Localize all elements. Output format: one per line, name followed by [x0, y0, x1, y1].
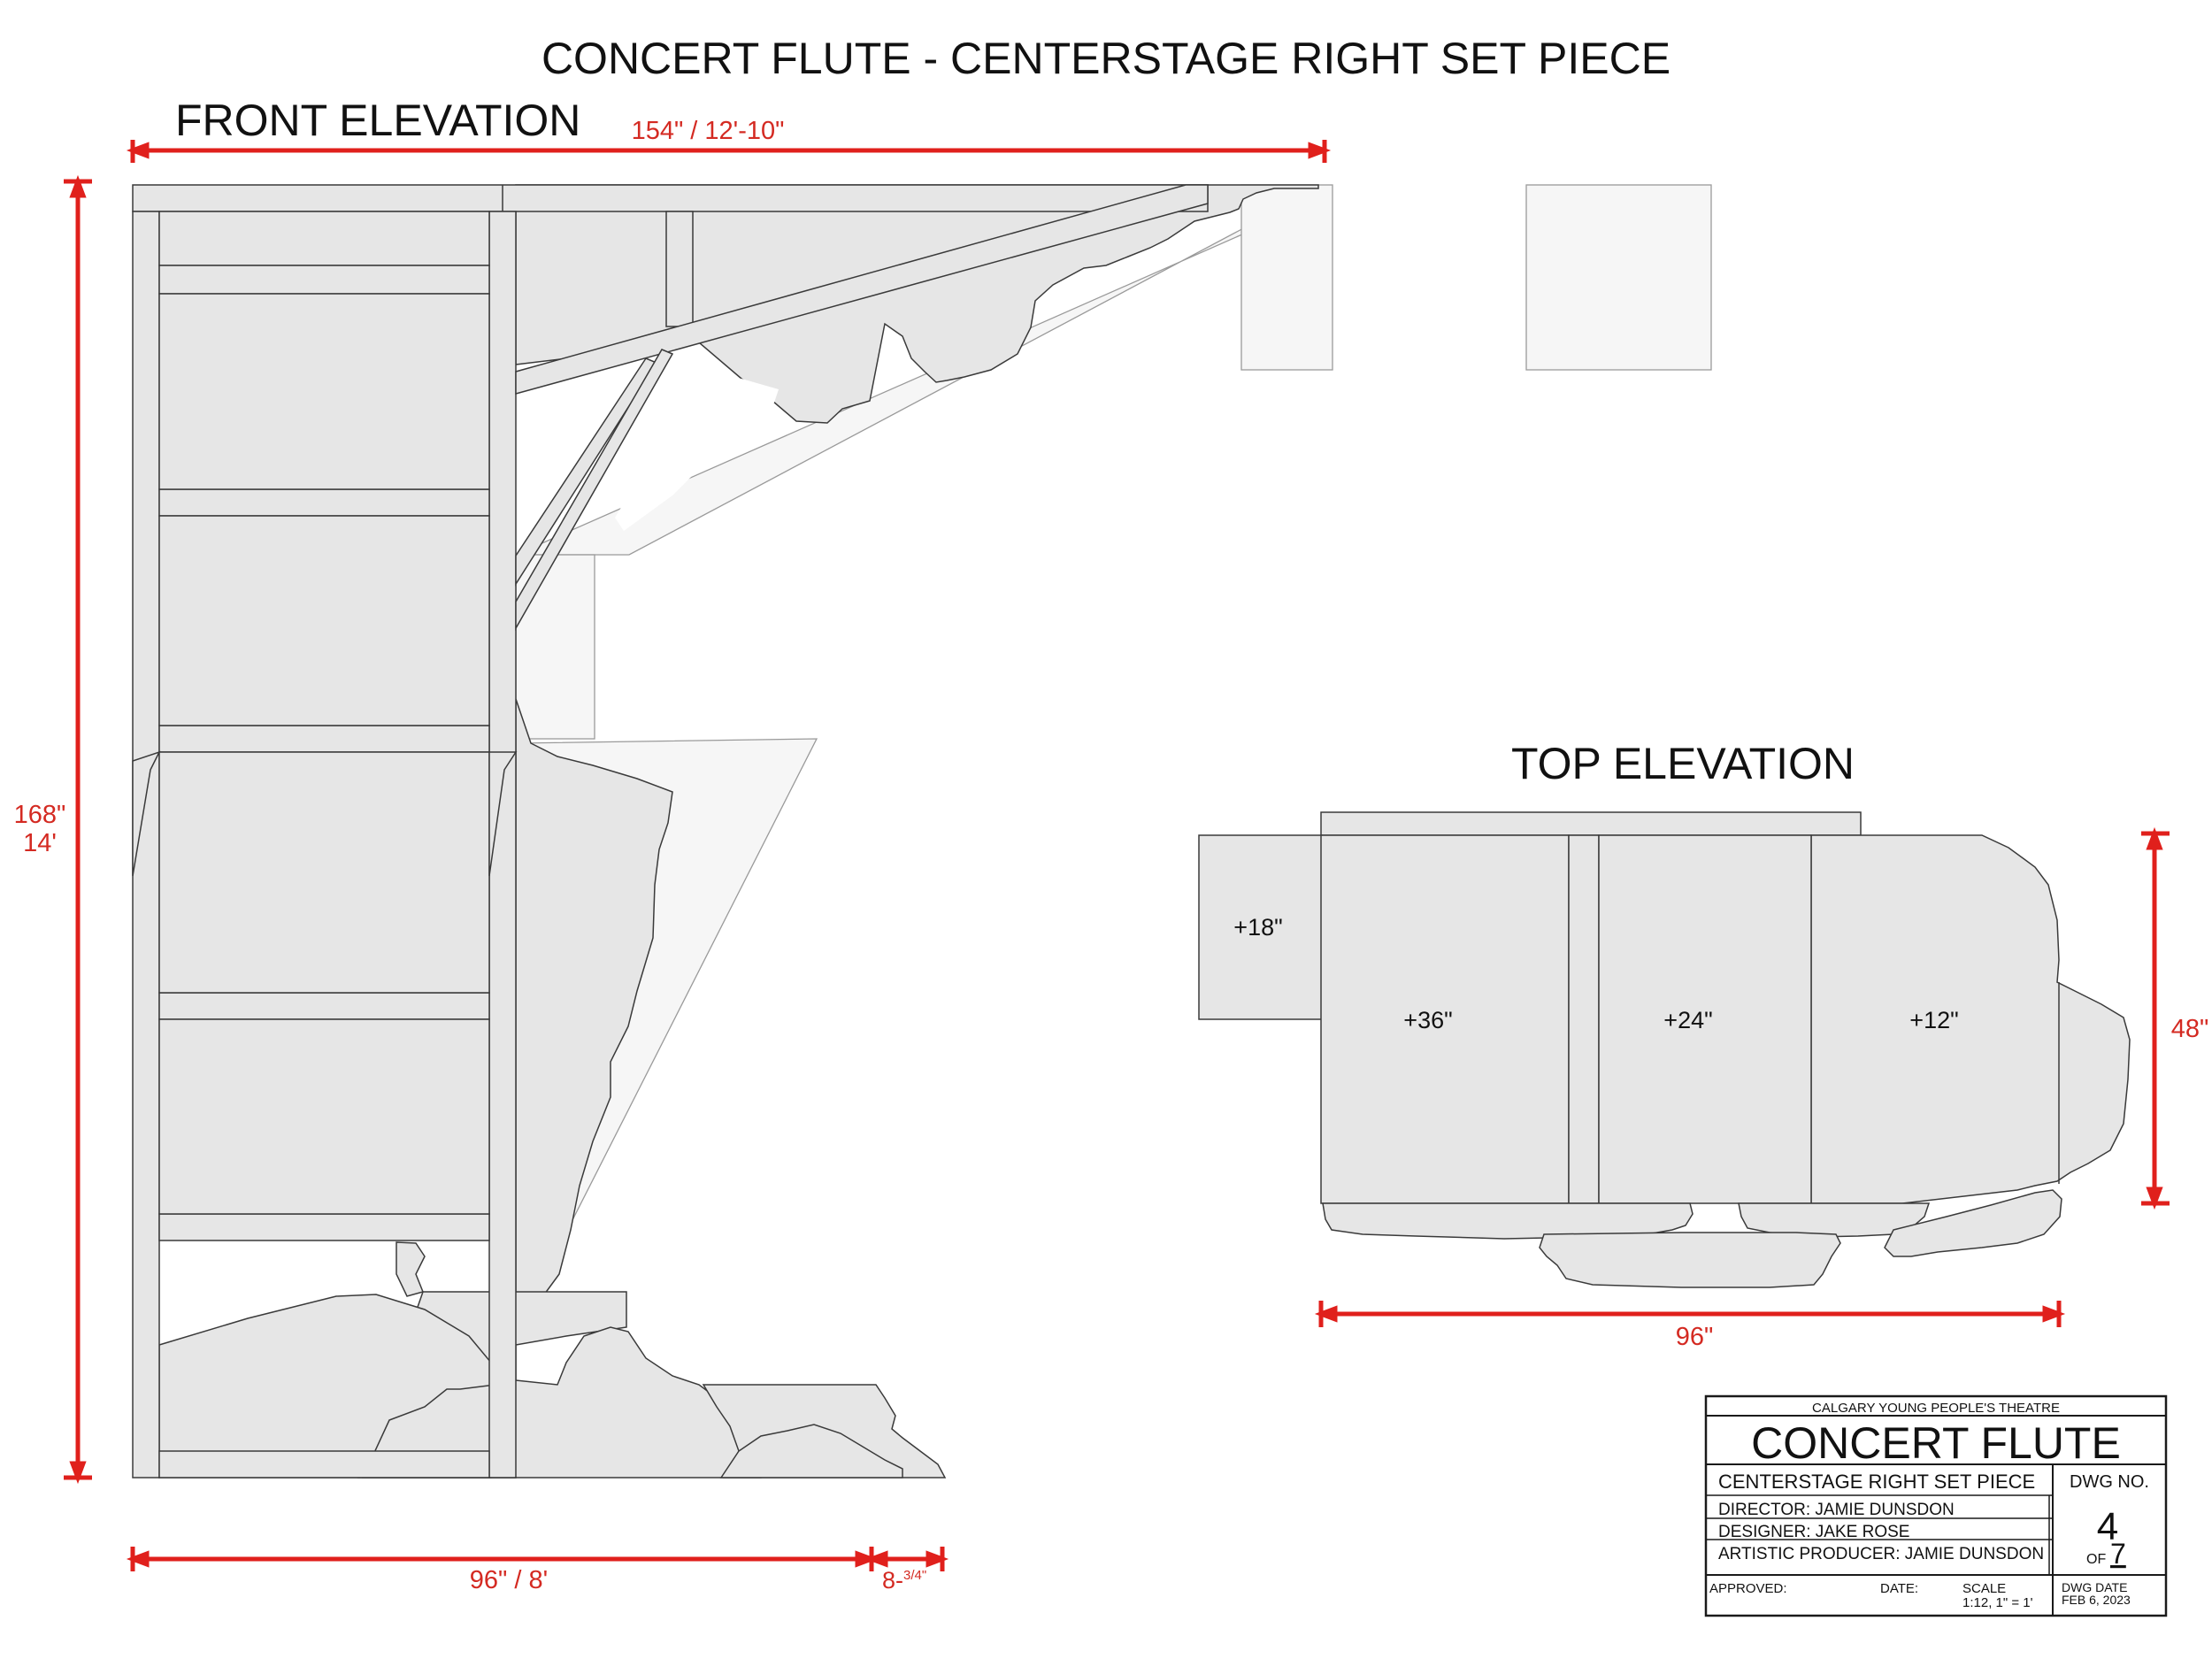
front-dim-left — [64, 174, 92, 1485]
rock-upper-gap — [615, 372, 779, 531]
front-dim-bottom-label: 96" / 8' — [470, 1566, 548, 1594]
top-dim-bottom — [1314, 1301, 2066, 1327]
frame-rails — [158, 211, 490, 1479]
rock-middle — [515, 698, 673, 1329]
front-dim-left-label-1: 168" — [14, 801, 66, 829]
rock-upper — [515, 184, 1319, 424]
front-elevation-label: FRONT ELEVATION — [175, 96, 580, 145]
tb-approved: APPROVED: — [1709, 1581, 1787, 1596]
front-dim-top — [126, 140, 1332, 163]
frame-panels — [158, 293, 490, 1215]
tb-dwg-no-label: DWG NO. — [2070, 1472, 2149, 1492]
top-height-4: +12" — [1909, 1007, 1958, 1033]
title-block — [1704, 1394, 2168, 1617]
top-dim-bottom-label: 96" — [1676, 1323, 1714, 1351]
tb-show: CONCERT FLUTE — [1751, 1418, 2121, 1468]
front-dim-bottom-small-label: 8-3/4" — [882, 1567, 926, 1594]
tb-of-label: OF — [2086, 1552, 2106, 1567]
tb-designer: DESIGNER: JAKE ROSE — [1718, 1523, 1909, 1541]
front-dim-bottom — [126, 1547, 949, 1571]
top-rock-3 — [1539, 1232, 1841, 1288]
tb-director: DIRECTOR: JAMIE DUNSDON — [1718, 1501, 1955, 1519]
top-height-1: +18" — [1233, 914, 1282, 941]
top-dim-right — [2141, 826, 2170, 1210]
top-height-2: +36" — [1403, 1007, 1452, 1033]
top-rock-4 — [1884, 1189, 2062, 1257]
top-platform-right — [1810, 834, 2131, 1204]
front-elevation-drawing — [132, 184, 1712, 1479]
tb-scale-label: SCALE — [1962, 1581, 2006, 1596]
front-dim-left-label-2: 14' — [23, 829, 57, 857]
projection-ghost — [515, 184, 1712, 1333]
sheet-title: CONCERT FLUTE - CENTERSTAGE RIGHT SET PI… — [541, 34, 1671, 83]
top-elevation-drawing — [1198, 811, 2131, 1288]
rock-bottom-front — [719, 1424, 903, 1479]
tb-dwg-date-label: DWG DATE — [2062, 1580, 2127, 1594]
top-height-3: +24" — [1663, 1007, 1712, 1033]
diagonal-braces — [132, 184, 1209, 877]
tb-piece: CENTERSTAGE RIGHT SET PIECE — [1718, 1471, 2035, 1493]
tb-dwg-date: FEB 6, 2023 — [2062, 1593, 2131, 1607]
top-rock-2 — [1738, 1202, 1931, 1238]
top-elevation-label: TOP ELEVATION — [1511, 739, 1855, 788]
front-dim-top-label: 154" / 12'-10" — [632, 117, 785, 145]
tb-date: DATE: — [1880, 1581, 1918, 1596]
rock-hanging — [396, 1241, 426, 1297]
top-dim-right-label: 48" — [2171, 1015, 2209, 1043]
tb-of-total: 7 — [2110, 1538, 2126, 1570]
tb-company: CALGARY YOUNG PEOPLE'S THEATRE — [1812, 1401, 2060, 1416]
tb-scale: 1:12, 1" = 1' — [1962, 1595, 2033, 1610]
tb-dwg-no: 4 — [2097, 1505, 2118, 1548]
tb-producer: ARTISTIC PRODUCER: JAMIE DUNSDON — [1718, 1545, 2044, 1563]
